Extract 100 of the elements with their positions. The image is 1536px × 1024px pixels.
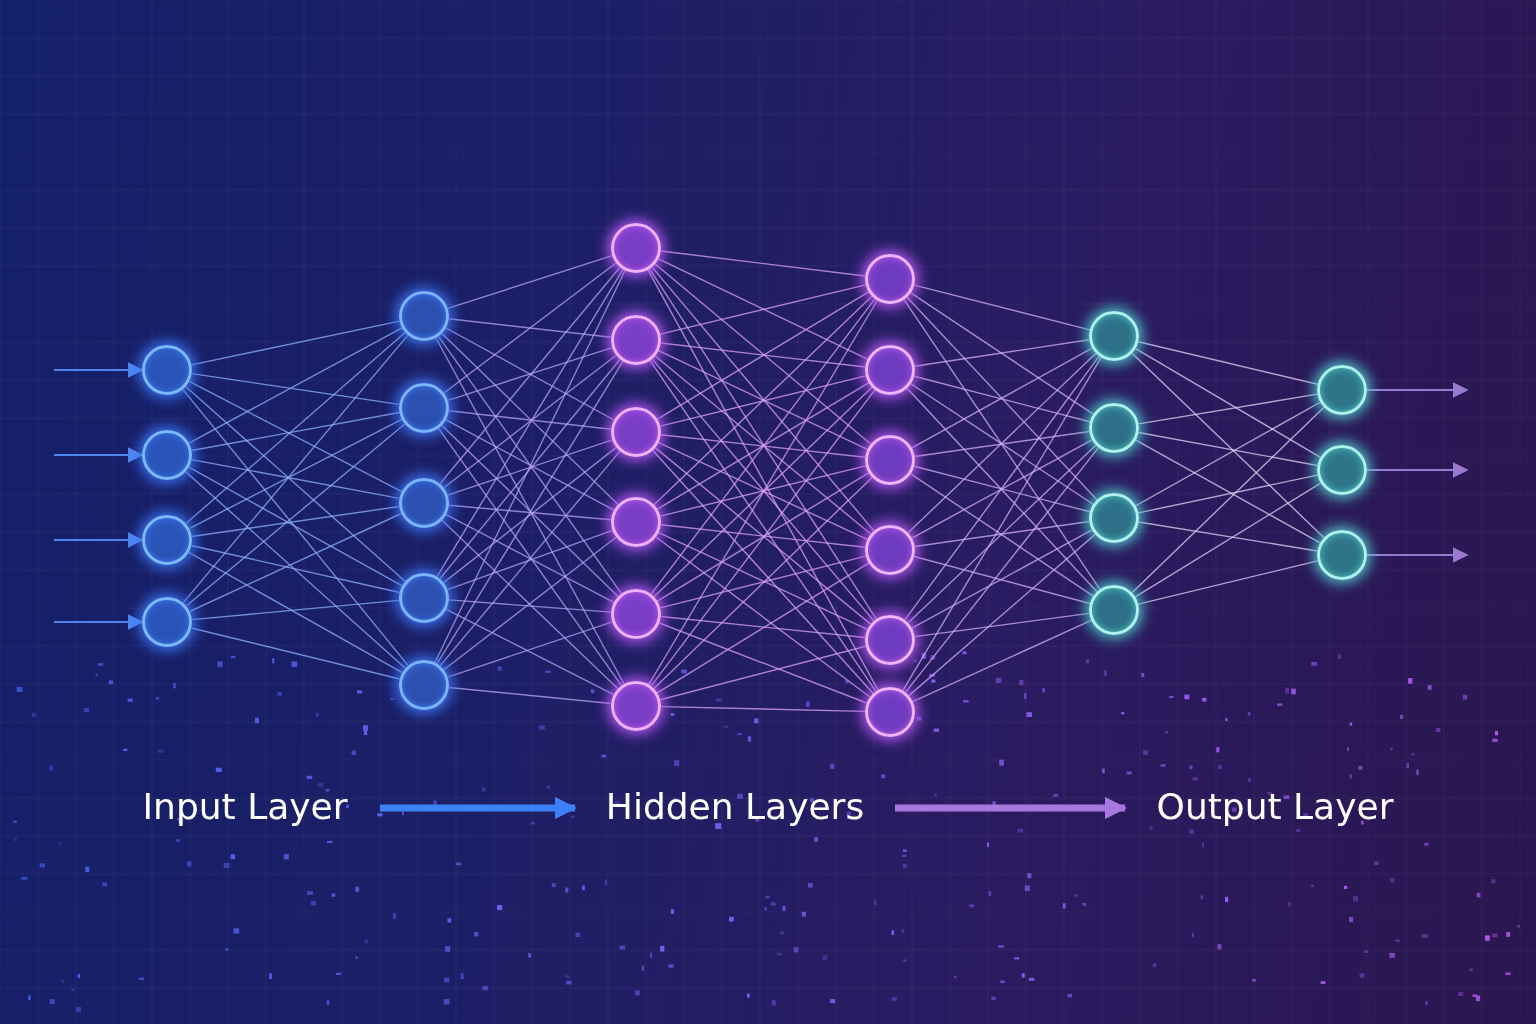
connection-line [651, 358, 875, 622]
connection-line [907, 352, 1097, 534]
neuron-circle [1317, 530, 1367, 580]
connection-line [904, 355, 1100, 621]
neuron-circle [1317, 365, 1367, 415]
connection-line [904, 446, 1100, 694]
connection-line [910, 292, 1094, 415]
connection-line [1131, 406, 1325, 594]
connection-line [448, 504, 612, 521]
connection-line [659, 555, 867, 609]
connection-line [648, 268, 878, 620]
neuron-circle [611, 407, 661, 457]
arrow [53, 362, 144, 378]
connection-line [654, 447, 872, 625]
connection-line [447, 346, 613, 402]
neuron-circle [1089, 585, 1139, 635]
connection-line [188, 380, 403, 493]
connection-line [190, 458, 401, 500]
neuron-circle [399, 478, 449, 528]
connection-line [188, 551, 403, 674]
connection-line [908, 533, 1096, 697]
connection-line [437, 335, 623, 595]
connection-line [1135, 401, 1321, 507]
connection-line [1131, 352, 1325, 539]
connection-line [448, 686, 612, 705]
connection-line [1134, 347, 1322, 459]
connection-line [651, 266, 875, 532]
connection-line [185, 385, 406, 583]
neuron-circle [399, 660, 449, 710]
connection-line [913, 465, 1091, 513]
connection-line [660, 250, 866, 277]
connection-line [914, 612, 1090, 638]
connection-line [188, 418, 403, 530]
connection-line [656, 562, 870, 694]
connection-line [191, 599, 400, 621]
connection-line [191, 372, 400, 406]
connection-line [434, 269, 626, 664]
neuron-circle [865, 615, 915, 665]
connection-line [184, 470, 407, 670]
arrow [1366, 462, 1469, 478]
layer-label: Output Layer [1125, 780, 1425, 833]
arrow [380, 796, 578, 820]
neuron-circle [865, 435, 915, 485]
neuron-circle [611, 681, 661, 731]
neuron-circle [399, 291, 449, 341]
connection-line [443, 536, 617, 671]
connection-line [446, 529, 614, 591]
neuron-circle [142, 515, 192, 565]
connection-line [659, 375, 867, 427]
connection-line [443, 354, 617, 489]
connection-line [188, 466, 403, 587]
connection-line [911, 529, 1093, 629]
neuron-circle [865, 687, 915, 737]
connection-line [1137, 560, 1319, 605]
layer-label: Input Layer [110, 780, 380, 833]
connection-line [657, 441, 869, 541]
connection-line [902, 356, 1102, 692]
neuron-circle [1089, 403, 1139, 453]
neuron-circle [142, 597, 192, 647]
connection-line [659, 645, 867, 701]
neuron-circle [399, 383, 449, 433]
connection-line [1138, 521, 1318, 552]
connection-line [660, 434, 866, 458]
connection-line [445, 419, 615, 511]
connection-line [443, 446, 618, 584]
arrow [1366, 547, 1469, 563]
connection-line [185, 331, 406, 525]
connection-line [190, 320, 401, 366]
connection-line [654, 263, 872, 445]
connection-line [907, 444, 1097, 624]
connection-line [185, 423, 406, 607]
neuron-circle [611, 223, 661, 273]
connection-line [445, 327, 615, 421]
connection-line [914, 339, 1090, 367]
connection-line [1137, 474, 1319, 514]
neuron-circle [865, 345, 915, 395]
connection-line [189, 512, 402, 613]
arrow [53, 614, 144, 630]
connection-line [441, 519, 619, 690]
connection-line [656, 291, 870, 420]
neuron-circle [399, 573, 449, 623]
neuron-circle [1089, 311, 1139, 361]
connection-line [441, 332, 619, 506]
connection-line [914, 430, 1090, 458]
neuron-circle [865, 525, 915, 575]
connection-line [658, 622, 868, 704]
connection-line [448, 318, 612, 338]
connection-line [182, 334, 409, 604]
connection-line [439, 450, 621, 667]
connection-line [911, 347, 1093, 449]
neuron-circle [1317, 445, 1367, 495]
connection-line [443, 262, 617, 394]
connection-line [1137, 393, 1319, 425]
connection-line [191, 505, 400, 538]
connection-line [660, 705, 866, 713]
connection-line [190, 627, 401, 680]
connection-line [906, 296, 1098, 501]
connection-line [910, 383, 1094, 505]
connection-line [1134, 482, 1322, 598]
connection-line [656, 472, 870, 602]
